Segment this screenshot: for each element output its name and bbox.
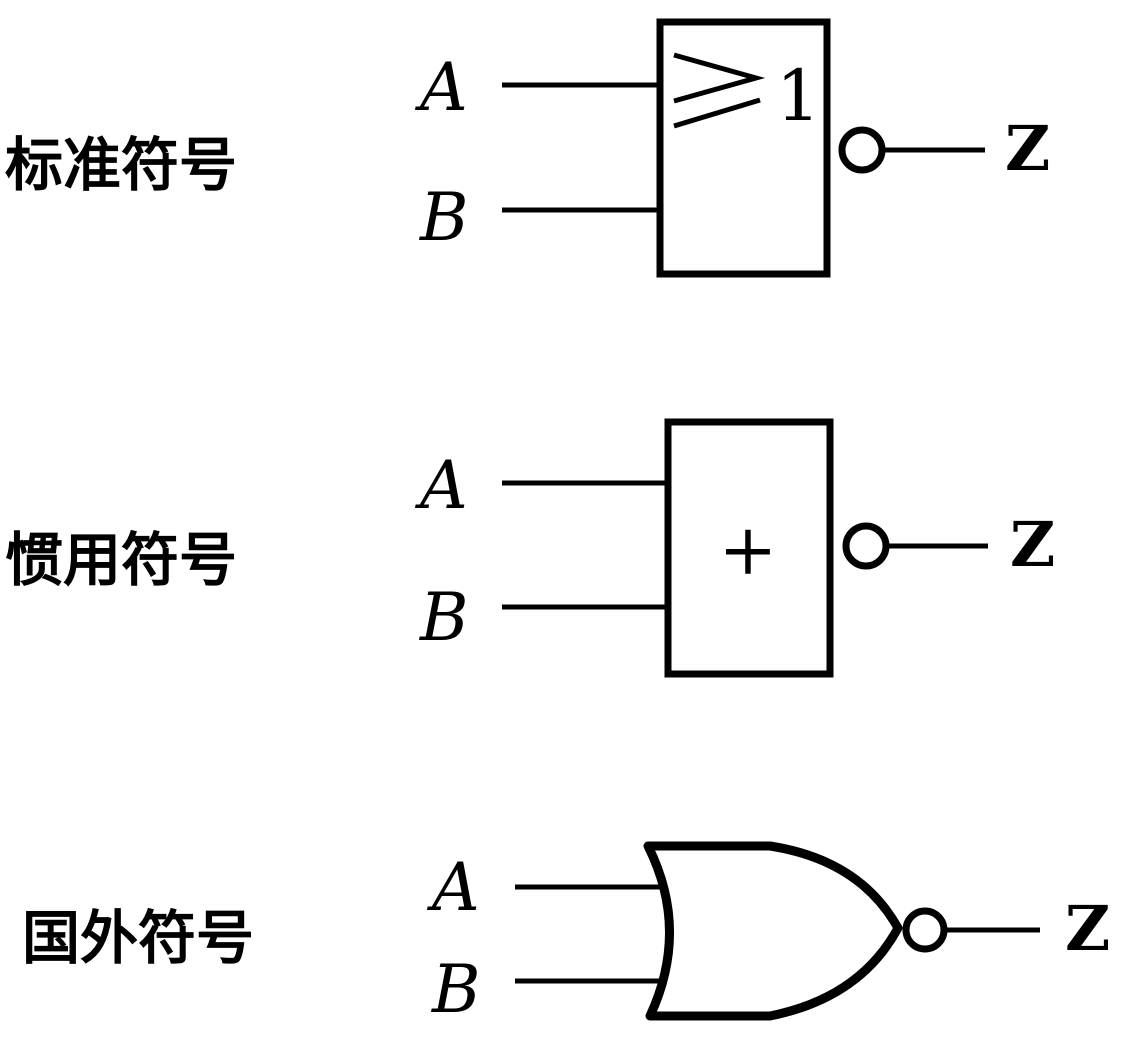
- input-a-label: A: [414, 49, 468, 126]
- gate-standard: 标准符号 A B 1 Z: [5, 18, 1050, 278]
- gate-label-standard: 标准符号: [5, 131, 237, 199]
- gate-body: [656, 18, 831, 278]
- greater-equal-symbol: [673, 52, 766, 129]
- input-a-label: A: [426, 849, 480, 926]
- inversion-bubble: [842, 522, 890, 570]
- gate-conventional: 惯用符号 A B + Z: [5, 418, 1055, 678]
- input-b-label: B: [431, 951, 481, 1028]
- input-b-label: B: [419, 579, 469, 656]
- gate-label-conventional: 惯用符号: [5, 526, 237, 594]
- gate-body: [664, 418, 834, 678]
- output-label: Z: [1005, 112, 1050, 185]
- one-symbol: 1: [776, 55, 821, 137]
- input-b-label: B: [419, 179, 469, 256]
- or-gate-body: [643, 841, 903, 1021]
- inversion-bubble: [902, 907, 948, 953]
- inversion-bubble: [838, 126, 886, 174]
- input-a-label: A: [414, 447, 468, 524]
- gate-label-foreign: 国外符号: [22, 904, 254, 972]
- plus-symbol: +: [719, 509, 778, 591]
- output-label: Z: [1010, 508, 1055, 581]
- gate-foreign: 国外符号 A B Z: [22, 841, 1110, 1028]
- output-label: Z: [1065, 892, 1110, 965]
